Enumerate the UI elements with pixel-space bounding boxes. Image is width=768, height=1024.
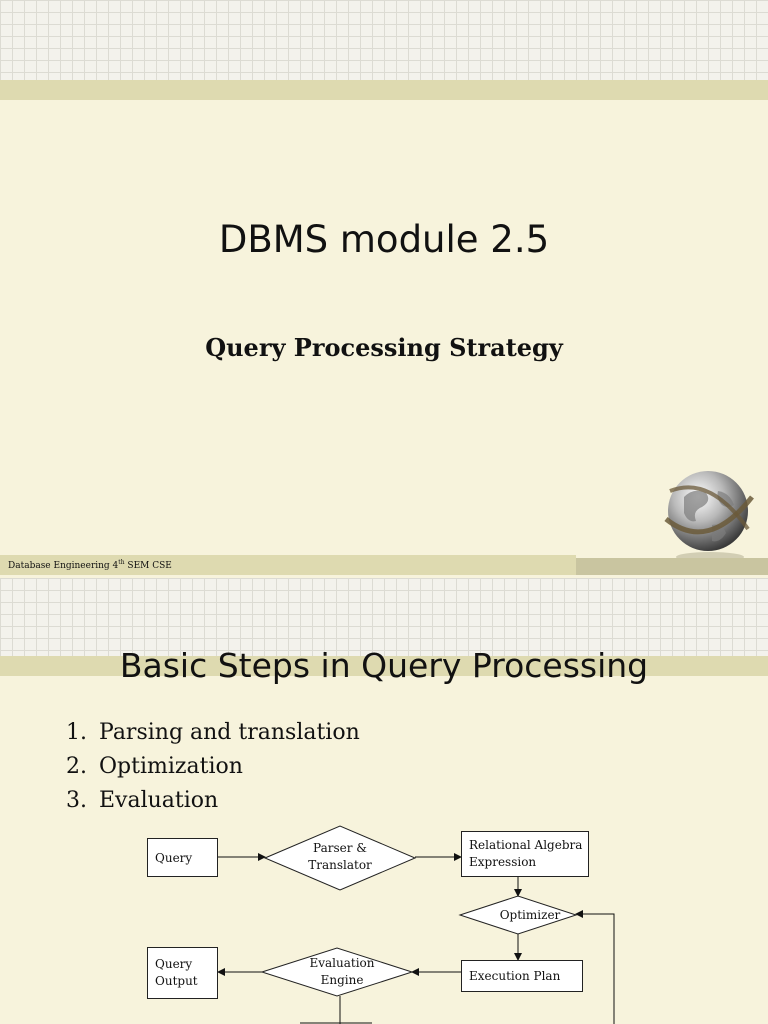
list-item: 1.Parsing and translation <box>66 720 360 745</box>
parser-label: Parser &Translator <box>308 841 372 872</box>
slide-subtitle: Query Processing Strategy <box>205 333 563 362</box>
query-box: Query <box>147 838 218 877</box>
parser-diamond <box>263 825 417 891</box>
slide-title: DBMS module 2.5 <box>218 218 550 261</box>
header-tan-band-2 <box>0 656 768 676</box>
header-grid-band <box>0 0 768 80</box>
header-grid-band-2 <box>0 578 768 656</box>
list-item: 2.Optimization <box>66 754 243 779</box>
list-item: 3.Evaluation <box>66 788 219 813</box>
slide-footer: Database Engineering 4th SEM CSE <box>8 559 172 571</box>
execution-plan-box: Execution Plan <box>461 960 583 992</box>
slide-2-title: Basic Steps in Query Processing <box>119 646 649 685</box>
header-tan-band <box>0 80 768 100</box>
steps-list: 1.Parsing and translation 2.Optimization… <box>66 716 360 818</box>
optimizer-label: Optimizer <box>499 908 561 922</box>
footer-bar-accent <box>576 558 768 575</box>
footer-bar <box>0 555 576 575</box>
feedback-line <box>575 910 615 1024</box>
